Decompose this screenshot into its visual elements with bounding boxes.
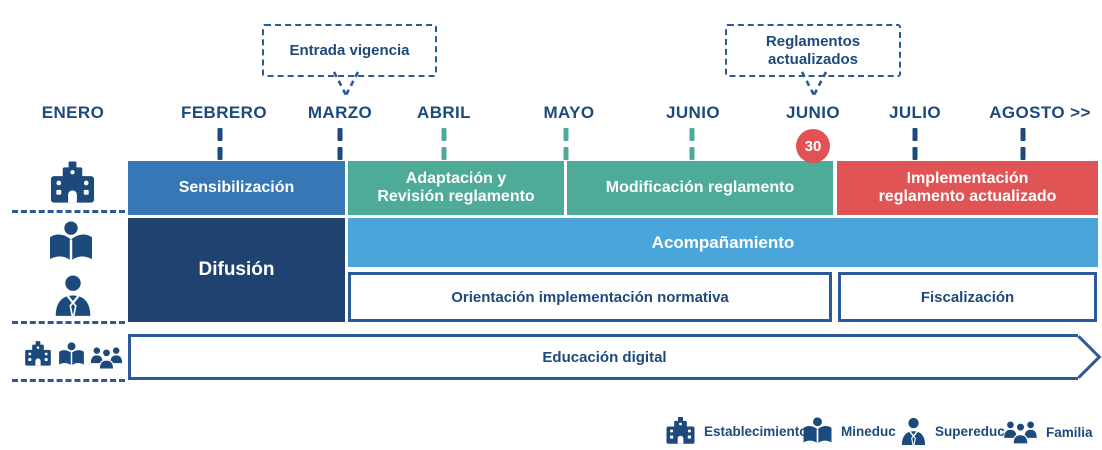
month-label-enero: ENERO (41, 103, 105, 122)
month-label-agosto: AGOSTO >> (989, 103, 1091, 122)
establecimiento-icon (49, 161, 96, 205)
phase-fiscalizacion: Fiscalización (838, 272, 1097, 322)
mineduc-icon (802, 417, 833, 445)
phase-acompanamiento: Acompañamiento (348, 218, 1098, 267)
phase-difusion: Difusión (128, 218, 345, 322)
supereduc-icon (53, 274, 93, 316)
phase-orientacion-normativa: Orientación implementación normativa (348, 272, 832, 322)
month-label-mayo: MAYO (543, 103, 595, 122)
legend-establecimiento: Establecimiento (665, 417, 808, 445)
month-label-abril: ABRIL (417, 103, 471, 122)
phase-implementacion-reglamento: Implementación reglamento actualizado (837, 161, 1098, 215)
month-label-febrero: FEBRERO (181, 103, 267, 122)
phase-modificacion-reglamento: Modificación reglamento (567, 161, 833, 215)
month-label-julio: JULIO (888, 103, 942, 122)
legend-supereduc: Supereduc (900, 417, 1005, 445)
day-30-marker: 30 (796, 129, 830, 163)
legend-mineduc: Mineduc (802, 417, 896, 445)
row-separator (12, 379, 125, 382)
tick-julio (912, 128, 918, 160)
mineduc-icon (48, 221, 94, 263)
phase-educacion-digital: Educación digital (128, 334, 1102, 380)
day-30-label: 30 (804, 137, 822, 155)
tick-mayo (563, 128, 569, 160)
establecimiento-icon (665, 417, 696, 445)
tick-marzo (337, 128, 343, 160)
establecimiento-icon (24, 341, 52, 367)
tick-agosto (1020, 128, 1026, 160)
arrow-tip (1057, 335, 1102, 379)
callout-entrada-vigencia-label: Entrada vigencia (289, 41, 410, 59)
familia-icon (1003, 419, 1038, 445)
callout-entrada-vigencia: Entrada vigencia (262, 24, 437, 77)
month-label-junio-1: JUNIO (666, 103, 720, 122)
familia-icon (90, 345, 123, 370)
tick-febrero (217, 128, 223, 160)
callout-reglamentos-label: Reglamentos actualizados (765, 33, 861, 68)
supereduc-icon (900, 417, 927, 445)
tick-abril (441, 128, 447, 160)
phase-sensibilizacion: Sensibilización (128, 161, 345, 215)
mineduc-icon (58, 342, 85, 367)
phase-adaptacion-revision: Adaptación y Revisión reglamento (348, 161, 564, 215)
row-separator (12, 210, 125, 213)
legend-familia: Familia (1003, 419, 1093, 445)
callout-tail-icon (800, 71, 828, 96)
month-label-marzo: MARZO (307, 103, 373, 122)
callout-reglamentos-actualizados: Reglamentos actualizados (725, 24, 901, 77)
tick-junio (689, 128, 695, 160)
callout-tail-icon (332, 71, 360, 96)
month-label-junio-2: JUNIO (786, 103, 840, 122)
row-separator (12, 321, 125, 324)
